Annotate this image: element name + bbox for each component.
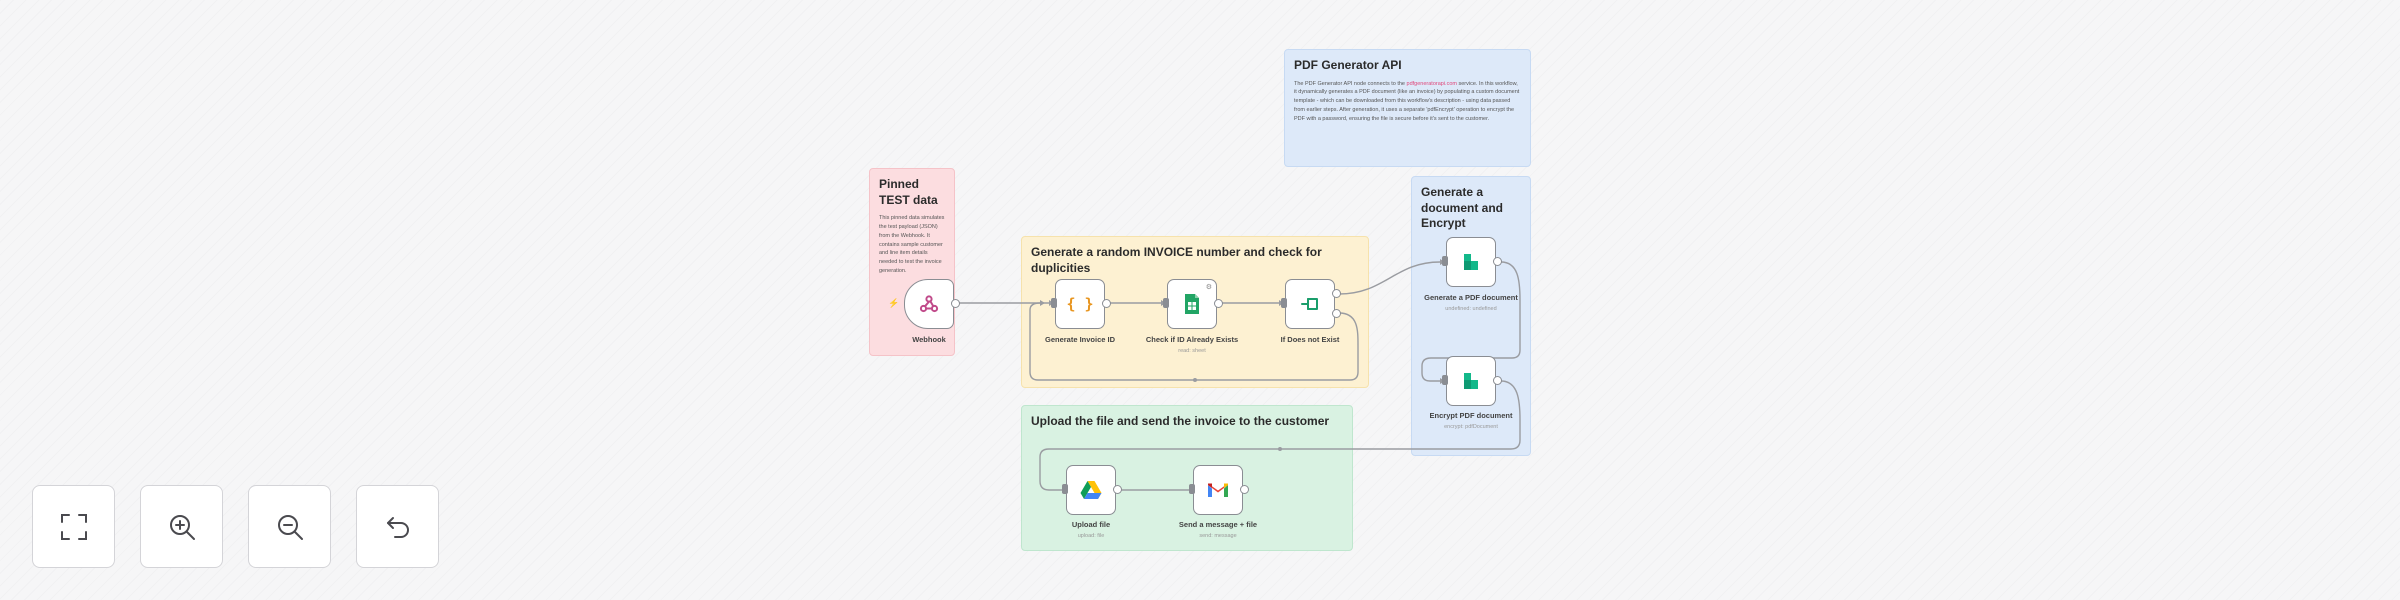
loop-midpoint xyxy=(1193,378,1197,382)
node-subtitle: read: sheet xyxy=(1178,347,1206,354)
reset-zoom-button[interactable] xyxy=(356,485,439,568)
output-port-true[interactable] xyxy=(1332,289,1341,298)
code-icon: { } xyxy=(1066,295,1094,313)
trigger-bolt-icon: ⚡ xyxy=(888,298,900,308)
output-port[interactable] xyxy=(1240,485,1249,494)
output-port[interactable] xyxy=(1102,299,1111,308)
sticky-body: This pinned data simulates the test payl… xyxy=(879,215,945,274)
node-if-does-not-exist[interactable] xyxy=(1285,279,1335,329)
gmail-icon xyxy=(1208,483,1228,497)
node-label: Generate a PDF document undefined: undefi… xyxy=(1411,293,1531,313)
zoom-out-icon xyxy=(277,514,303,540)
node-label: Encrypt PDF document encrypt: pdfDocument xyxy=(1411,411,1531,431)
node-subtitle: undefined: undefined xyxy=(1445,305,1497,312)
settings-icon[interactable]: ⚙ xyxy=(1205,284,1212,291)
node-label-text: Upload file xyxy=(1071,520,1111,529)
node-label-text: Generate a PDF document xyxy=(1424,293,1518,302)
node-check-id-exists[interactable]: ⚙ xyxy=(1167,279,1217,329)
sticky-title: PDF Generator API xyxy=(1294,58,1402,72)
sticky-pinned-test-data[interactable]: Pinned TEST data This pinned data simula… xyxy=(869,168,955,356)
input-port[interactable] xyxy=(1442,375,1448,385)
sticky-body-text: The PDF Generator API node connects to t… xyxy=(1294,80,1407,87)
input-port[interactable] xyxy=(1281,298,1287,308)
webhook-icon xyxy=(919,295,939,313)
zoom-in-icon xyxy=(169,514,195,540)
sticky-body-text: service. In this workflow, it dynamicall… xyxy=(1294,80,1520,122)
sticky-body: The PDF Generator API node connects to t… xyxy=(1294,80,1521,124)
connection-midpoint xyxy=(1278,447,1282,451)
node-send-message[interactable] xyxy=(1193,465,1243,515)
connection-if-true-generate-pdf xyxy=(1338,261,1441,295)
output-port[interactable] xyxy=(1214,299,1223,308)
output-port[interactable] xyxy=(1493,257,1502,266)
node-label: Webhook xyxy=(912,335,946,344)
node-subtitle: upload: file xyxy=(1077,532,1105,539)
node-label: Send a message + file send: message xyxy=(1158,520,1278,540)
output-port[interactable] xyxy=(951,299,960,308)
sticky-title: Generate a document and Encrypt xyxy=(1421,185,1504,231)
sticky-title: Generate a random INVOICE number and che… xyxy=(1031,245,1322,275)
input-port[interactable] xyxy=(1051,298,1057,308)
node-label: If Does not Exist xyxy=(1280,335,1340,344)
output-port[interactable] xyxy=(1113,485,1122,494)
node-subtitle: send: message xyxy=(1199,532,1237,539)
undo-icon xyxy=(386,516,409,538)
input-port[interactable] xyxy=(1062,484,1068,494)
pdf-generator-icon xyxy=(1464,373,1478,389)
input-port[interactable] xyxy=(1163,298,1169,308)
node-label-text: Encrypt PDF document xyxy=(1429,411,1513,420)
connection-generate-encrypt xyxy=(1421,261,1521,382)
if-icon xyxy=(1301,298,1318,310)
pdf-generator-icon xyxy=(1464,254,1478,270)
fit-view-button[interactable] xyxy=(32,485,115,568)
node-generate-pdf[interactable] xyxy=(1446,237,1496,287)
input-port[interactable] xyxy=(1442,256,1448,266)
output-port[interactable] xyxy=(1493,376,1502,385)
node-label: Generate Invoice ID xyxy=(1044,335,1116,344)
node-subtitle: encrypt: pdfDocument xyxy=(1444,423,1498,430)
input-port[interactable] xyxy=(1189,484,1195,494)
arrow xyxy=(1040,300,1045,306)
sticky-title: Upload the file and send the invoice to … xyxy=(1031,414,1330,428)
output-port-false[interactable] xyxy=(1332,309,1341,318)
sticky-generate-encrypt[interactable]: Generate a document and Encrypt xyxy=(1411,176,1531,456)
google-sheets-icon xyxy=(1185,294,1199,314)
node-webhook[interactable] xyxy=(904,279,954,329)
node-label: Check if ID Already Exists read: sheet xyxy=(1132,335,1252,355)
zoom-out-button[interactable] xyxy=(248,485,331,568)
google-drive-icon xyxy=(1080,481,1102,499)
node-label-text: Send a message + file xyxy=(1178,520,1258,529)
zoom-in-button[interactable] xyxy=(140,485,223,568)
sticky-body-link[interactable]: pdfgeneratorapi.com xyxy=(1406,80,1457,87)
node-label: Upload file upload: file xyxy=(1031,520,1151,540)
node-generate-invoice-id[interactable]: { } xyxy=(1055,279,1105,329)
sticky-pdf-generator-api[interactable]: PDF Generator API The PDF Generator API … xyxy=(1284,49,1531,167)
fit-view-icon xyxy=(60,513,87,540)
node-encrypt-pdf[interactable] xyxy=(1446,356,1496,406)
node-label-text: Check if ID Already Exists xyxy=(1145,335,1239,344)
connection-encrypt-upload xyxy=(1039,380,1521,491)
node-upload-file[interactable] xyxy=(1066,465,1116,515)
sticky-title: Pinned TEST data xyxy=(879,177,938,207)
